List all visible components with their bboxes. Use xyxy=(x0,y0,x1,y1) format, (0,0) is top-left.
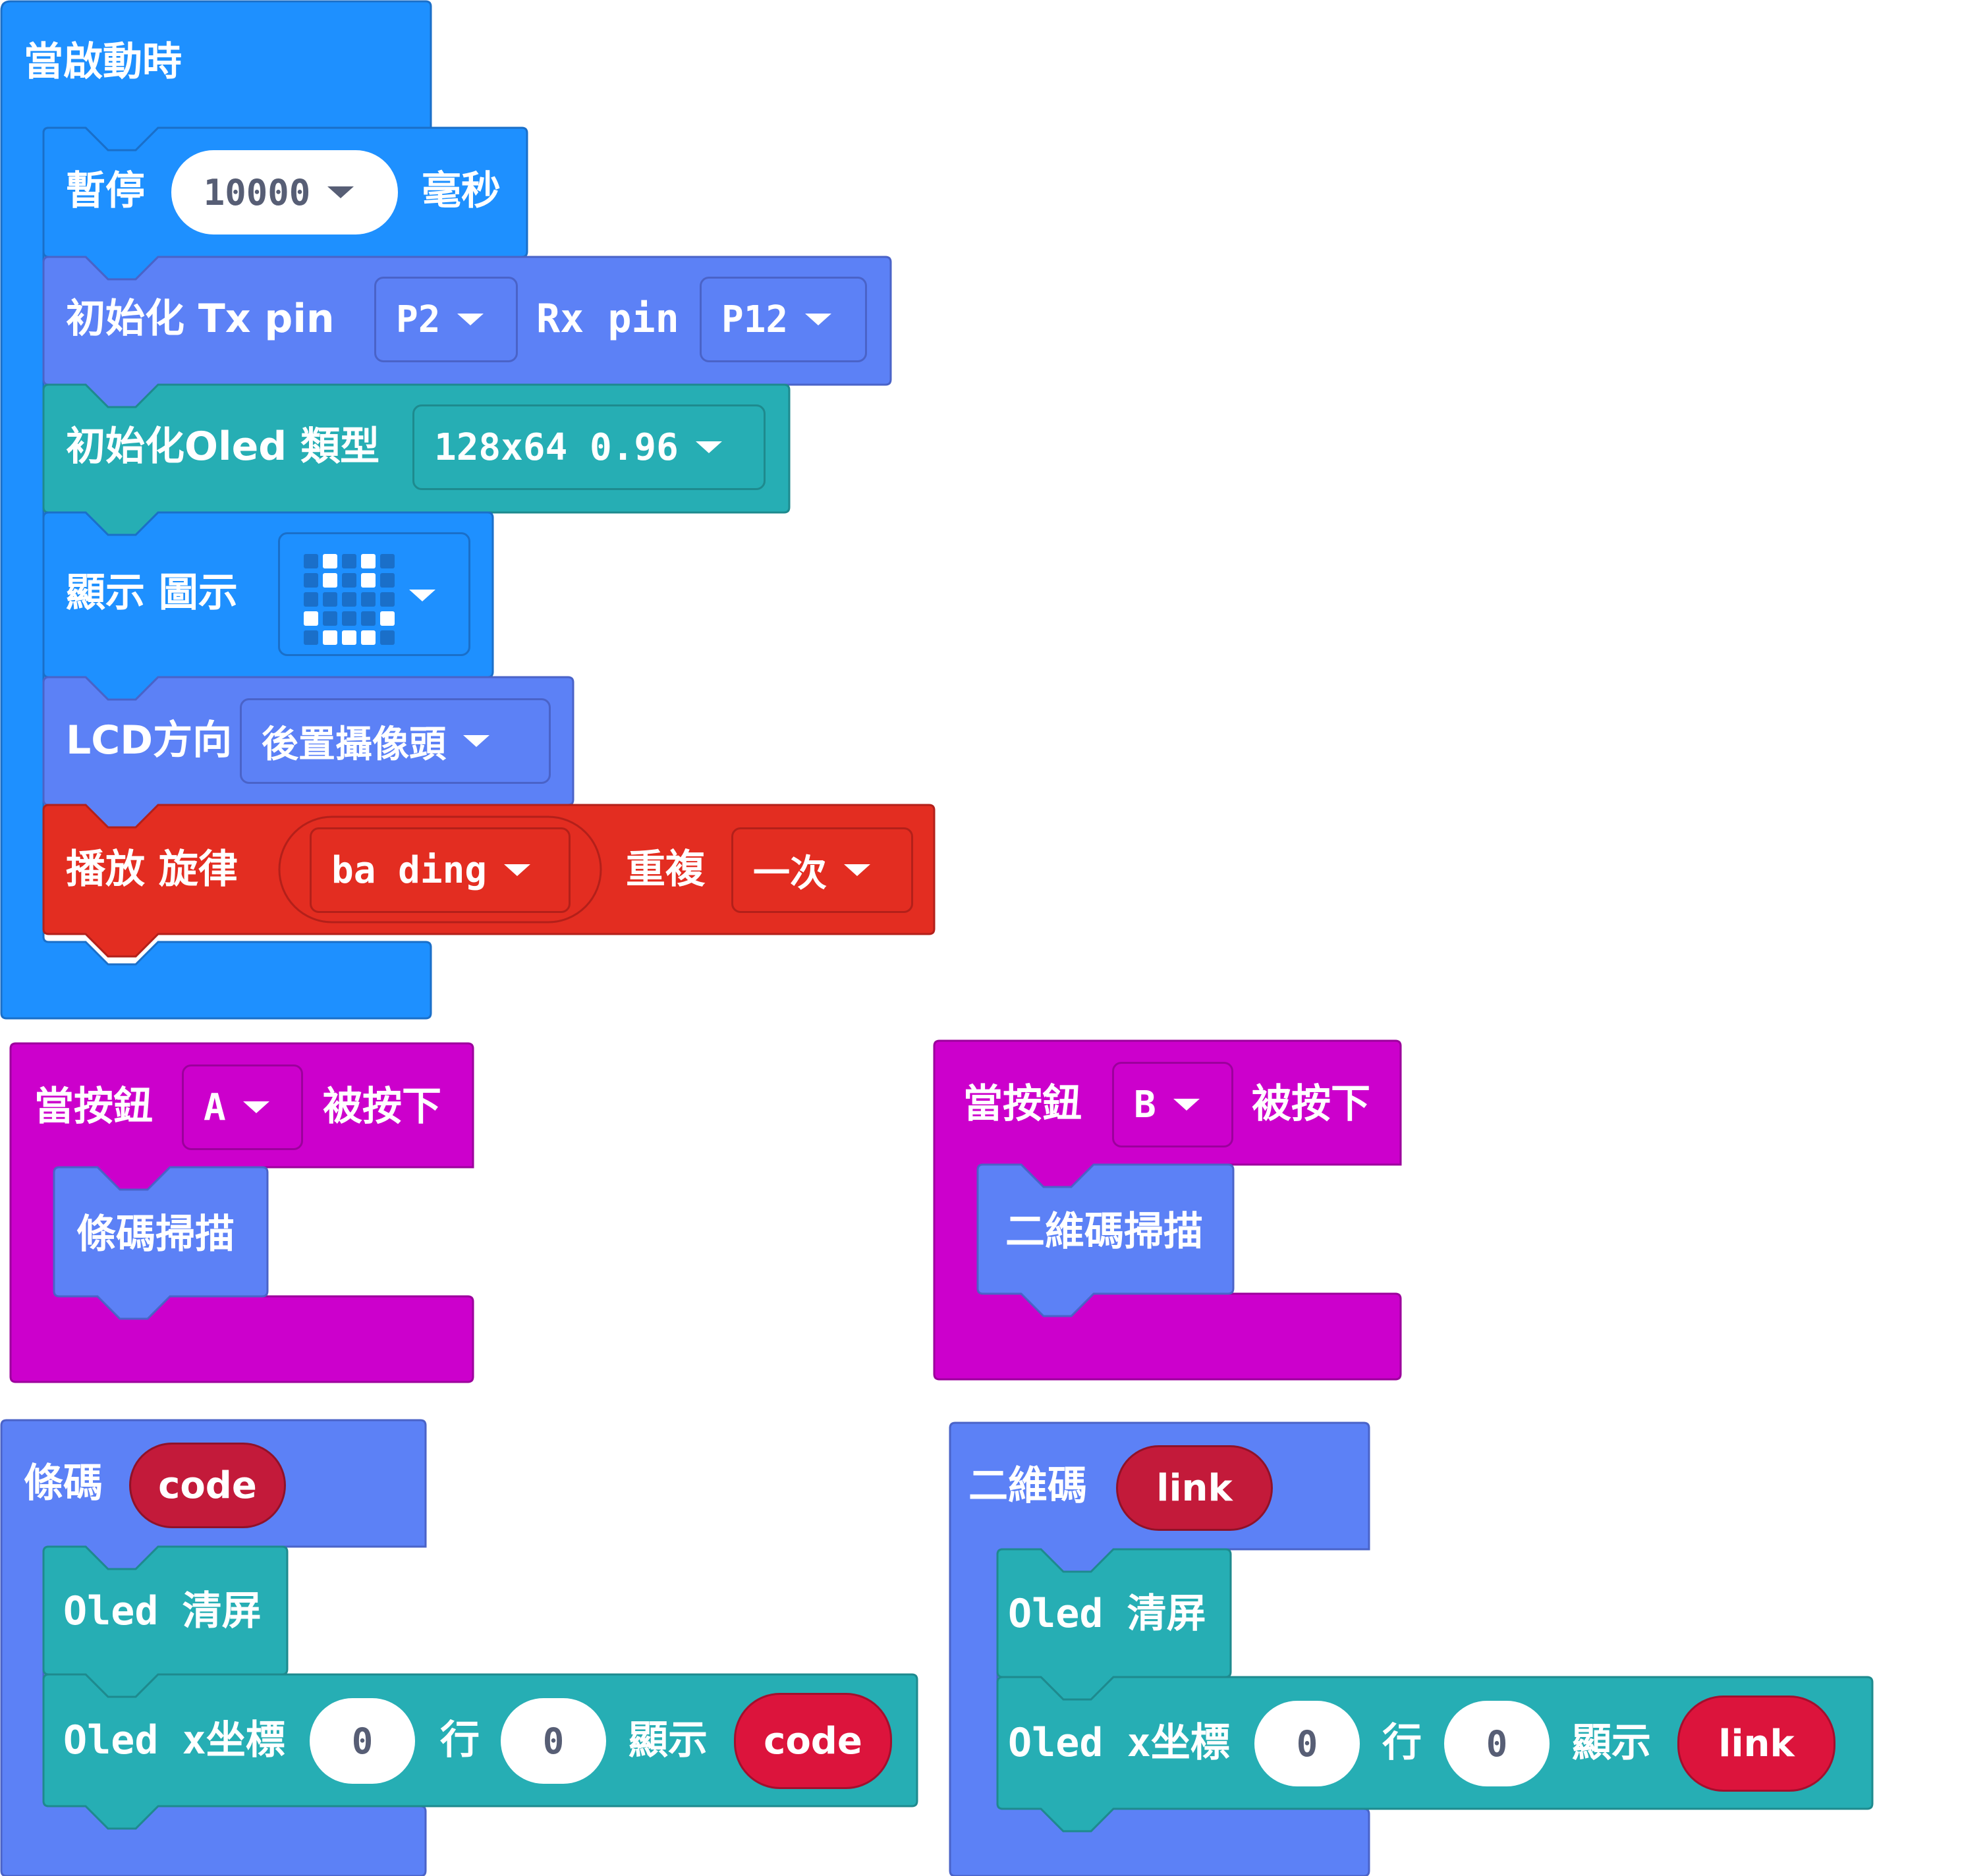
barcode-show-code-variable[interactable]: code xyxy=(734,1693,892,1789)
barcode-show-block-shape[interactable] xyxy=(42,1673,918,1830)
button-a-value: A xyxy=(204,1086,226,1129)
melody-repeat-value: 一次 xyxy=(753,852,827,895)
pause-duration-value: 10000 xyxy=(203,171,311,213)
led-cell xyxy=(304,611,318,626)
led-cell xyxy=(380,573,395,588)
pause-unit-label: 毫秒 xyxy=(422,168,501,214)
show-icon-label: 顯示 圖示 xyxy=(66,570,238,616)
led-cell xyxy=(323,573,337,588)
barcode-code-variable[interactable]: code xyxy=(129,1443,286,1528)
led-cell xyxy=(361,573,376,588)
melody-repeat-label: 重複 xyxy=(626,846,705,893)
led-cell xyxy=(342,554,356,568)
pause-label: 暫停 xyxy=(66,168,145,214)
barcode-row-label: 行 xyxy=(440,1717,480,1763)
chevron-down-icon xyxy=(805,314,832,325)
button-a-dropdown[interactable]: A xyxy=(182,1064,303,1150)
led-cell xyxy=(361,554,376,568)
button-a-hat-label: 當按鈕 xyxy=(34,1084,153,1130)
led-cell xyxy=(323,592,337,607)
led-cell xyxy=(342,611,356,626)
on-start-hat-label: 當啟動時 xyxy=(24,39,182,85)
led-cell xyxy=(323,630,337,645)
led-cell xyxy=(380,611,395,626)
barcode-show-text-label: 顯示 xyxy=(629,1717,708,1763)
qrcode-scan-label: 二維碼掃描 xyxy=(1005,1209,1203,1255)
led-cell xyxy=(323,554,337,568)
init-serial-label: 初始化 Tx pin xyxy=(66,296,335,342)
button-b-value: B xyxy=(1134,1083,1156,1126)
chevron-down-icon xyxy=(242,1101,269,1113)
qrcode-show-block-shape[interactable] xyxy=(996,1676,1874,1833)
qrcode-show-text-label: 顯示 xyxy=(1572,1720,1651,1766)
led-cell xyxy=(342,592,356,607)
led-cell xyxy=(342,573,356,588)
led-cell xyxy=(304,630,318,645)
barcode-show-label: Oled x坐標 xyxy=(63,1717,285,1763)
lcd-direction-value: 後置攝像頭 xyxy=(262,723,446,766)
led-cell xyxy=(380,592,395,607)
chevron-down-icon xyxy=(504,864,531,876)
led-cell xyxy=(380,554,395,568)
pause-duration-dropdown[interactable]: 10000 xyxy=(171,150,398,234)
qrcode-event-label: 二維碼 xyxy=(968,1463,1087,1509)
led-cell xyxy=(361,592,376,607)
smiley-led-icon xyxy=(304,554,396,646)
qrcode-link-variable[interactable]: link xyxy=(1116,1445,1273,1531)
barcode-scan-label: 條碼掃描 xyxy=(76,1211,235,1257)
melody-repeat-dropdown[interactable]: 一次 xyxy=(731,827,913,913)
led-cell xyxy=(361,611,376,626)
barcode-clear-label: Oled 清屏 xyxy=(63,1588,262,1634)
oled-type-dropdown[interactable]: 128x64 0.96 xyxy=(412,404,766,490)
qrcode-show-link-variable[interactable]: link xyxy=(1677,1696,1835,1792)
chevron-down-icon xyxy=(844,864,870,876)
rx-pin-value: P12 xyxy=(721,298,789,341)
led-cell xyxy=(380,630,395,645)
qrcode-x-input[interactable]: 0 xyxy=(1254,1701,1360,1786)
button-b-dropdown[interactable]: B xyxy=(1112,1062,1233,1147)
button-b-hat-label: 當按鈕 xyxy=(963,1081,1082,1127)
tx-pin-value: P2 xyxy=(396,298,441,341)
chevron-down-icon xyxy=(327,186,354,198)
barcode-scan-block-shape[interactable] xyxy=(53,1166,269,1320)
chevron-down-icon xyxy=(463,735,490,747)
icon-dropdown[interactable] xyxy=(278,532,470,656)
led-cell xyxy=(304,592,318,607)
button-b-suffix-label: 被按下 xyxy=(1252,1081,1370,1127)
lcd-direction-dropdown[interactable]: 後置攝像頭 xyxy=(240,698,551,784)
rx-pin-label: Rx pin xyxy=(536,296,679,342)
barcode-event-label: 條碼 xyxy=(24,1460,103,1506)
qrcode-clear-label: Oled 清屏 xyxy=(1008,1591,1206,1637)
qrcode-row-label: 行 xyxy=(1382,1720,1422,1766)
barcode-y-input[interactable]: 0 xyxy=(501,1698,606,1784)
led-cell xyxy=(361,630,376,645)
led-cell xyxy=(323,611,337,626)
melody-reporter-outline xyxy=(278,815,602,924)
qrcode-show-label: Oled x坐標 xyxy=(1008,1720,1230,1766)
init-oled-label: 初始化Oled 類型 xyxy=(66,424,380,470)
led-cell xyxy=(342,630,356,645)
chevron-down-icon xyxy=(1173,1099,1200,1111)
chevron-down-icon xyxy=(409,590,435,601)
qrcode-y-input[interactable]: 0 xyxy=(1444,1701,1550,1786)
oled-type-value: 128x64 0.96 xyxy=(434,426,679,469)
melody-value: ba ding xyxy=(331,848,488,892)
chevron-down-icon xyxy=(695,441,722,453)
led-cell xyxy=(304,573,318,588)
led-cell xyxy=(304,554,318,568)
melody-dropdown[interactable]: ba ding xyxy=(310,827,571,913)
lcd-direction-label: LCD方向 xyxy=(66,717,233,763)
chevron-down-icon xyxy=(457,314,484,325)
tx-pin-dropdown[interactable]: P2 xyxy=(374,277,518,362)
barcode-x-input[interactable]: 0 xyxy=(310,1698,415,1784)
rx-pin-dropdown[interactable]: P12 xyxy=(700,277,867,362)
qrcode-scan-block-shape[interactable] xyxy=(976,1163,1235,1317)
button-a-suffix-label: 被按下 xyxy=(323,1084,441,1130)
melody-label: 播放 旋律 xyxy=(66,846,238,893)
